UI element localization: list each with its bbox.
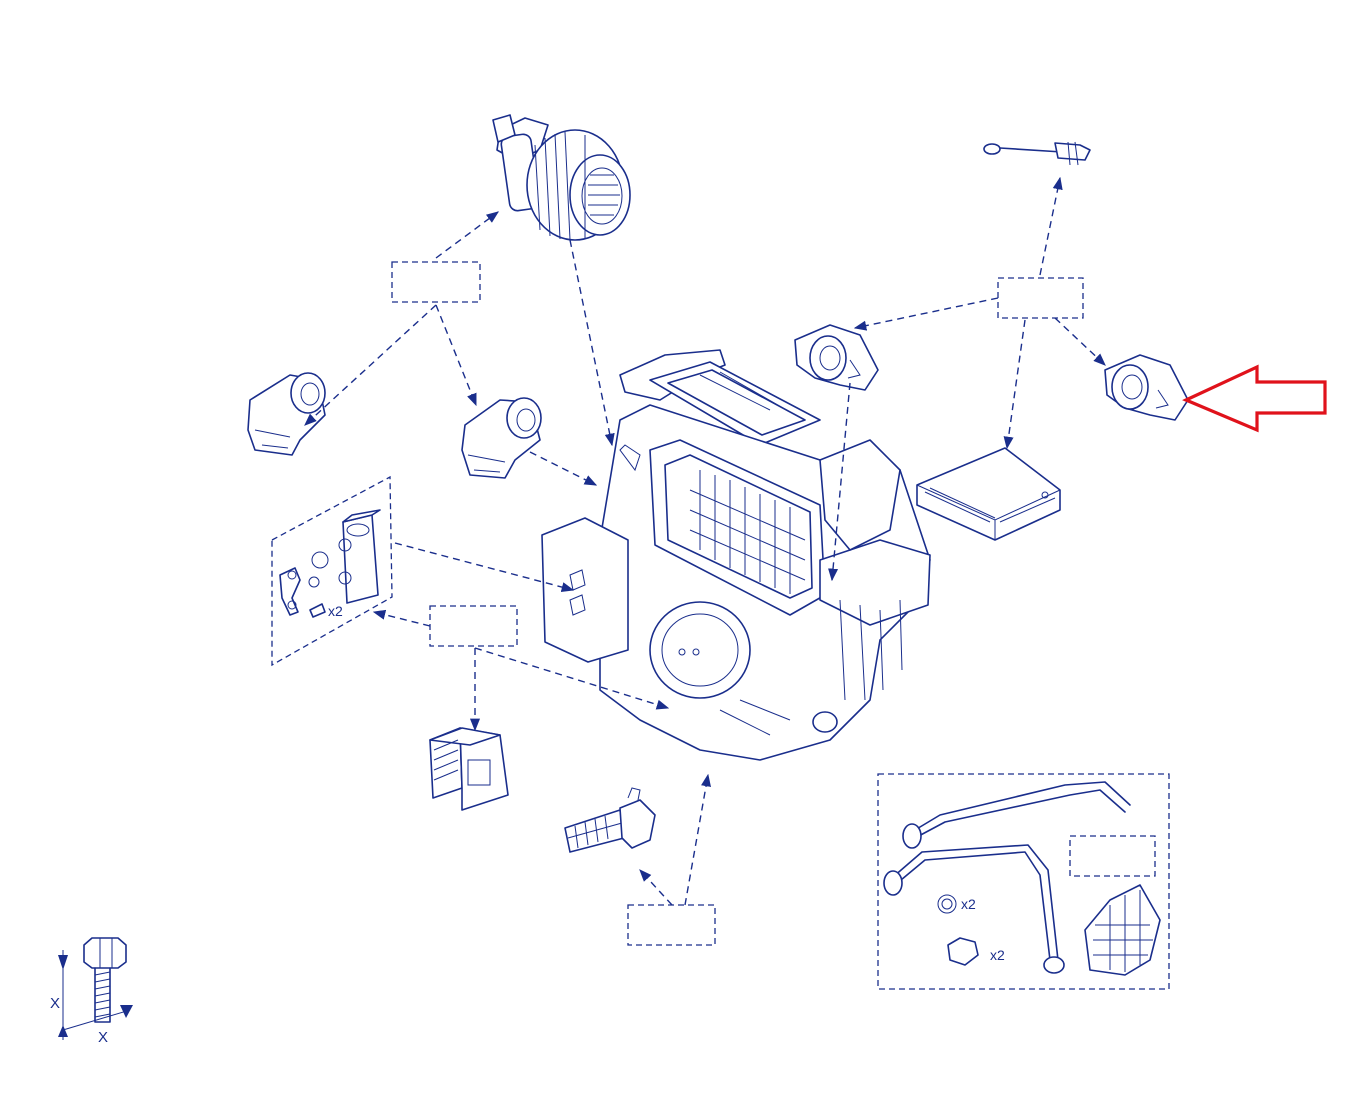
hvac-housing[interactable] — [541, 349, 931, 761]
o-ring-qty: x2 — [961, 896, 976, 912]
interior-temperature-probe[interactable] — [983, 141, 1091, 166]
clip-qty: x2 — [990, 947, 1005, 963]
heater-hoses-kit[interactable]: x2 x2 — [877, 773, 1170, 990]
climate-control-module[interactable] — [916, 447, 1061, 541]
expansion-valve-kit[interactable]: x2 — [271, 475, 393, 667]
bolt-dimension-symbol: X X — [50, 937, 133, 1046]
dimension-x-horizontal: X — [98, 1029, 108, 1046]
leader-lines — [304, 176, 1106, 906]
dimension-x-vertical: X — [50, 995, 60, 1012]
callout-box-actuators — [997, 277, 1084, 319]
flap-actuator-center[interactable] — [461, 397, 542, 479]
flap-actuator-upper-right[interactable] — [794, 324, 879, 391]
exp-valve-bolts-qty: x2 — [328, 603, 343, 619]
flap-actuator-left[interactable] — [247, 372, 326, 456]
highlight-arrow — [1182, 364, 1327, 433]
flap-actuator-highlighted[interactable] — [1104, 354, 1189, 421]
blower-resistor[interactable] — [429, 727, 509, 811]
evaporator-temperature-sensor[interactable] — [564, 787, 656, 853]
callout-box-sensor — [627, 904, 716, 946]
blower-motor[interactable] — [492, 114, 631, 241]
callout-box-valve — [429, 605, 518, 647]
callout-box-blower — [391, 261, 481, 303]
